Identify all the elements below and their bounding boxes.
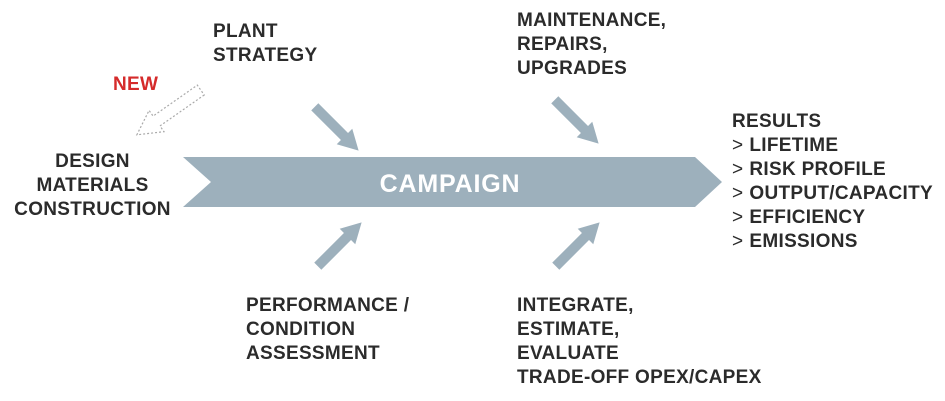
result-bullet: > [732, 135, 744, 156]
result-item-risk-profile: >RISK PROFILE [732, 158, 933, 182]
integrate-line-2: ESTIMATE, [517, 319, 620, 340]
plant-strategy-line-2: STRATEGY [213, 45, 318, 66]
performance-line-1: PERFORMANCE / [246, 295, 410, 316]
integrate-arrow [552, 222, 600, 270]
maintenance-arrow [551, 96, 599, 144]
result-text: RISK PROFILE [749, 159, 887, 180]
result-bullet: > [732, 159, 744, 180]
result-item-efficiency: >EFFICIENCY [732, 206, 933, 230]
integrate-line-1: INTEGRATE, [517, 295, 634, 316]
result-bullet: > [732, 231, 744, 252]
result-item-emissions: >EMISSIONS [732, 230, 933, 254]
performance-arrow [314, 222, 362, 270]
result-text: EMISSIONS [749, 231, 858, 252]
new-dashed-arrow [135, 84, 206, 136]
integrate-label: INTEGRATE, ESTIMATE, EVALUATE TRADE-OFF … [517, 294, 762, 390]
plant-strategy-line-1: PLANT [213, 21, 278, 42]
integrate-line-4: TRADE-OFF OPEX/CAPEX [517, 367, 762, 388]
plant-strategy-arrow [311, 103, 359, 151]
maintenance-line-2: REPAIRS, [517, 34, 608, 55]
design-line-3: CONSTRUCTION [14, 199, 171, 220]
campaign-chevron [183, 157, 722, 207]
performance-line-2: CONDITION [246, 319, 356, 340]
integrate-line-3: EVALUATE [517, 343, 619, 364]
plant-strategy-label: PLANT STRATEGY [213, 20, 317, 68]
result-item-lifetime: >LIFETIME [732, 134, 933, 158]
performance-label: PERFORMANCE / CONDITION ASSESSMENT [246, 294, 409, 366]
result-text: OUTPUT/CAPACITY [749, 183, 933, 204]
campaign-label: CAMPAIGN [379, 170, 521, 198]
maintenance-label: MAINTENANCE, REPAIRS, UPGRADES [517, 9, 666, 81]
maintenance-line-3: UPGRADES [517, 58, 628, 79]
performance-line-3: ASSESSMENT [246, 343, 380, 364]
results-block: RESULTS >LIFETIME >RISK PROFILE >OUTPUT/… [732, 110, 933, 254]
result-text: LIFETIME [749, 135, 839, 156]
result-bullet: > [732, 207, 744, 228]
maintenance-line-1: MAINTENANCE, [517, 10, 667, 31]
design-materials-construction: DESIGN MATERIALS CONSTRUCTION [14, 150, 171, 222]
design-line-2: MATERIALS [36, 175, 149, 196]
result-item-output-capacity: >OUTPUT/CAPACITY [732, 182, 933, 206]
design-line-1: DESIGN [55, 151, 130, 172]
new-label: NEW [113, 74, 159, 95]
results-title: RESULTS [732, 111, 822, 132]
result-bullet: > [732, 183, 744, 204]
result-text: EFFICIENCY [749, 207, 866, 228]
